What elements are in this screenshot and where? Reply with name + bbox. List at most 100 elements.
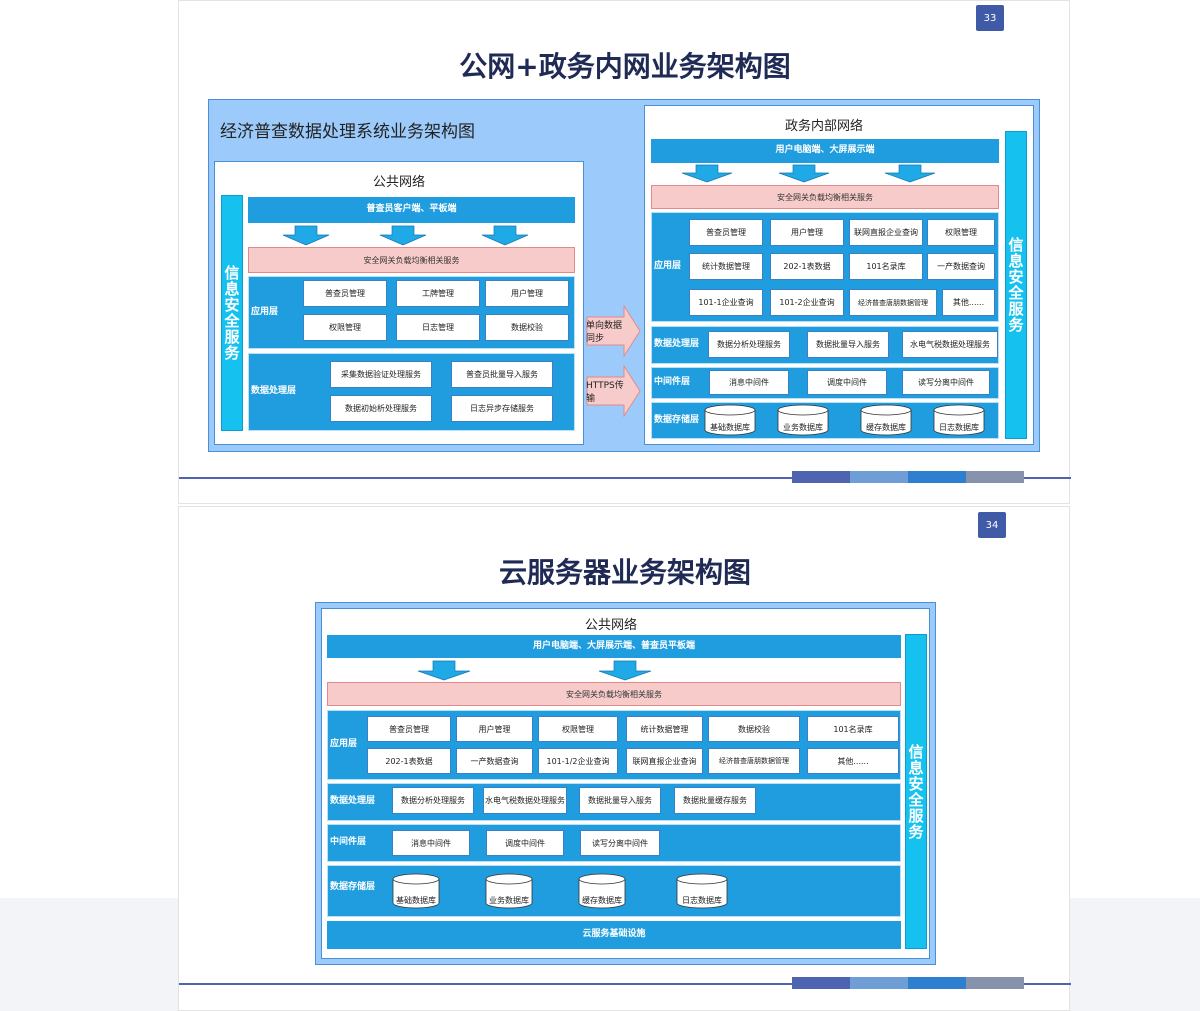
- down-arrow-icon: [379, 225, 427, 246]
- database-label: 业务数据库: [489, 896, 529, 905]
- down-arrows-right: [681, 164, 936, 183]
- data-box: 采集数据验证处理服务: [330, 361, 432, 388]
- app-box: 其他......: [942, 289, 995, 316]
- right-arrow-icon: [586, 364, 641, 418]
- app-layer-label-right: 应用层: [654, 261, 682, 272]
- down-arrow-icon: [598, 660, 652, 681]
- down-arrows: [417, 660, 652, 681]
- app-box: 统计数据管理: [689, 253, 763, 280]
- database-label: 缓存数据库: [582, 896, 622, 905]
- down-arrow-icon: [681, 164, 733, 183]
- sync-arrow-label: 单向数据同步: [586, 321, 623, 344]
- clients-label: 用户电脑端、大屏展示端、普查员平板端: [532, 640, 695, 651]
- security-service-side-label-right: 信息安全服务: [1005, 131, 1027, 439]
- gateway-band: 安全网关负载均衡相关服务: [327, 682, 901, 706]
- app-box: 权限管理: [303, 314, 387, 341]
- gov-network-title: 政务内部网络: [784, 119, 863, 134]
- app-box: 数据校验: [485, 314, 569, 341]
- public-network-title: 公共网络: [584, 618, 637, 633]
- data-box: 数据批量导入服务: [807, 331, 889, 358]
- https-arrow-label: HTTPS传输: [586, 381, 624, 404]
- slide-title: 云服务器业务架构图: [498, 556, 751, 589]
- data-box: 数据初始析处理服务: [330, 395, 432, 422]
- mid-box: 读写分离中间件: [580, 830, 660, 856]
- app-box: 数据校验: [708, 716, 800, 742]
- down-arrow-icon: [778, 164, 830, 183]
- footer-bar-segment: [966, 977, 1024, 989]
- app-layer-label: 应用层: [330, 739, 358, 750]
- footer-bar-segment: [908, 471, 966, 483]
- database-icon: 业务数据库: [777, 404, 829, 436]
- down-arrow-icon: [417, 660, 471, 681]
- data-box: 数据批量缓存服务: [674, 787, 756, 814]
- database-icon: 缓存数据库: [578, 873, 626, 909]
- database-icon: 日志数据库: [933, 404, 985, 436]
- slide-33[interactable]: 33 公网+政务内网业务架构图 经济普查数据处理系统业务架构图 公共网络 信息安…: [178, 0, 1071, 504]
- footer-line: [179, 983, 1071, 985]
- app-box: 101名录库: [807, 716, 899, 742]
- app-box: 101-2企业查询: [770, 289, 844, 316]
- footer-bar-segment: [850, 471, 908, 483]
- app-box: 普查员管理: [689, 219, 763, 246]
- database-label: 缓存数据库: [866, 423, 906, 432]
- sync-arrow: 单向数据同步: [586, 304, 641, 358]
- footer-bar-segment: [908, 977, 966, 989]
- footer-bar-segment: [792, 977, 850, 989]
- data-box: 水电气税数据处理服务: [902, 331, 998, 358]
- down-arrows-left: [282, 225, 529, 246]
- database-label: 日志数据库: [682, 896, 722, 905]
- gateway-band-right: 安全网关负载均衡相关服务: [651, 185, 999, 209]
- app-box: 工牌管理: [396, 280, 480, 307]
- app-box: 用户管理: [456, 716, 533, 742]
- mid-box: 消息中间件: [709, 370, 789, 395]
- app-box: 普查员管理: [367, 716, 451, 742]
- data-box: 数据分析处理服务: [392, 787, 474, 814]
- app-box: 统计数据管理: [626, 716, 703, 742]
- data-box: 日志异步存储服务: [451, 395, 553, 422]
- database-label: 基础数据库: [396, 896, 436, 905]
- app-box: 用户管理: [770, 219, 844, 246]
- footer-bar-segment: [966, 471, 1024, 483]
- database-label: 基础数据库: [710, 423, 750, 432]
- app-box: 一产数据查询: [456, 748, 533, 774]
- app-box: 101名录库: [849, 253, 923, 280]
- storage-layer-label: 数据存储层: [330, 882, 376, 892]
- data-layer-label: 数据处理层: [330, 796, 376, 807]
- data-layer-label-right: 数据处理层: [654, 339, 700, 350]
- gateway-band: 安全网关负载均衡相关服务: [248, 247, 575, 273]
- database-label: 业务数据库: [783, 423, 823, 432]
- app-box: 权限管理: [927, 219, 995, 246]
- database-icon: 业务数据库: [485, 873, 533, 909]
- app-box: 联网直报企业查询: [849, 219, 923, 246]
- slide-34[interactable]: 34 云服务器业务架构图 公共网络 信息安全服务 用户电脑端、大屏展示端、普查员…: [178, 506, 1071, 1011]
- data-box: 数据批量导入服务: [579, 787, 661, 814]
- mid-box: 调度中间件: [807, 370, 887, 395]
- data-box: 水电气税数据处理服务: [483, 787, 567, 814]
- app-box: 202-1表数据: [770, 253, 844, 280]
- database-icon: 缓存数据库: [860, 404, 912, 436]
- down-arrow-icon: [884, 164, 936, 183]
- clients-label: 普查员客户端、平板端: [366, 204, 457, 215]
- footer-bar-segment: [850, 977, 908, 989]
- app-box: 101-1企业查询: [689, 289, 763, 316]
- infra-band: [327, 921, 901, 949]
- footer-line: [179, 477, 1071, 479]
- app-box: 用户管理: [485, 280, 569, 307]
- app-layer-label: 应用层: [251, 306, 279, 317]
- security-service-side-label: 信息安全服务: [905, 634, 927, 949]
- app-box: 经济普查唐朋数据管理: [708, 748, 800, 774]
- app-box: 权限管理: [538, 716, 618, 742]
- public-network-title: 公共网络: [372, 175, 425, 190]
- storage-layer-label-right: 数据存储层: [654, 414, 700, 425]
- slide-title: 公网+政务内网业务架构图: [459, 50, 791, 83]
- mid-box: 消息中间件: [392, 830, 470, 856]
- app-box: 101-1/2企业查询: [538, 748, 618, 774]
- app-box: 202-1表数据: [367, 748, 451, 774]
- clients-band: [248, 197, 575, 223]
- data-box: 数据分析处理服务: [708, 331, 790, 358]
- diagram-title: 经济普查数据处理系统业务架构图: [220, 122, 475, 142]
- data-box: 普查员批量导入服务: [451, 361, 553, 388]
- database-icon: 基础数据库: [704, 404, 756, 436]
- security-service-side-label: 信息安全服务: [221, 195, 243, 431]
- clients-band: [327, 635, 901, 658]
